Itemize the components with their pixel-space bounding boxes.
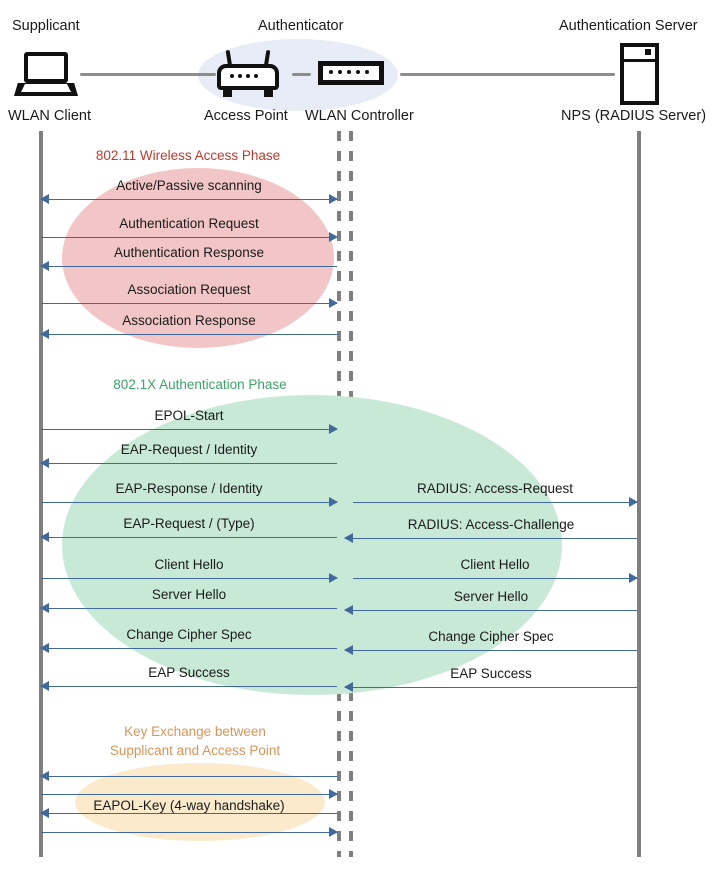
message-label: EAPOL-Key (4-way handshake) (93, 798, 285, 813)
message-label: Authentication Request (119, 216, 259, 231)
lifeline-auth-server (637, 131, 641, 857)
label-access-point: Access Point (204, 108, 288, 124)
message-label: EAP Success (450, 666, 532, 681)
header-authenticator: Authenticator (258, 18, 344, 34)
message-label: Active/Passive scanning (116, 178, 262, 193)
message-label: Server Hello (151, 587, 227, 602)
phase-title-key-exchange-line1: Key Exchange between (124, 724, 266, 739)
message-label: RADIUS: Access-Request (416, 481, 574, 496)
message-label: Client Hello (460, 557, 530, 572)
phase-title-wireless-access: 802.11 Wireless Access Phase (95, 148, 281, 163)
phase1-highlight-blob (62, 168, 334, 348)
network-switch-icon (318, 61, 384, 85)
link-ap-to-controller (292, 73, 311, 76)
message-label: EAP-Request / Identity (120, 442, 258, 457)
wireless-router-icon (217, 49, 279, 97)
message-label: EPOL-Start (154, 408, 224, 423)
message-label: Server Hello (453, 589, 529, 604)
header-supplicant: Supplicant (12, 18, 80, 34)
label-nps-server: NPS (RADIUS Server) (561, 108, 707, 124)
link-controller-to-server (400, 73, 615, 76)
label-wlan-controller: WLAN Controller (305, 108, 414, 124)
message-label: EAP-Response / Identity (115, 481, 263, 496)
message-label: RADIUS: Access-Challenge (407, 517, 575, 532)
laptop-icon (14, 52, 78, 98)
message-label: Change Cipher Spec (428, 629, 554, 644)
message-label: EAP-Request / (Type) (123, 516, 255, 531)
link-client-to-ap (80, 73, 216, 76)
label-wlan-client: WLAN Client (8, 108, 91, 124)
message-label: Client Hello (154, 557, 224, 572)
message-label: Authentication Response (113, 245, 265, 260)
message-label: EAP Success (148, 665, 230, 680)
phase-title-key-exchange-line2: Supplicant and Access Point (109, 743, 281, 758)
message-label: Change Cipher Spec (126, 627, 252, 642)
phase2-highlight-blob (62, 395, 562, 695)
message-label: Association Request (127, 282, 251, 297)
server-tower-icon (620, 43, 659, 105)
message-label: Association Response (122, 313, 256, 328)
header-authentication-server: Authentication Server (559, 18, 698, 34)
lifeline-supplicant (39, 131, 43, 857)
phase-title-8021x-authentication: 802.1X Authentication Phase (113, 377, 287, 392)
